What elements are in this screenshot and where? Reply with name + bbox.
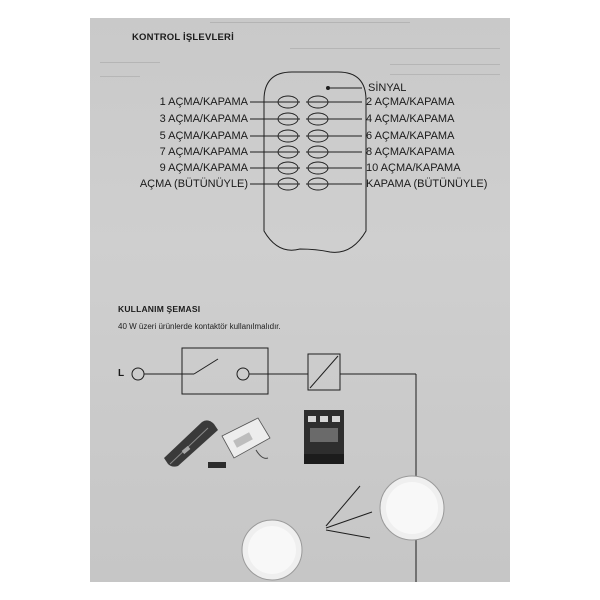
function-label-right-5: 10 AÇMA/KAPAMA — [366, 162, 461, 174]
manual-page: KONTROL İŞLEVLERİ — [90, 18, 510, 582]
function-label-left-4: 7 AÇMA/KAPAMA — [159, 146, 248, 158]
function-label-left-3: 5 AÇMA/KAPAMA — [159, 130, 248, 142]
line-terminal — [131, 367, 145, 381]
line-label: L — [118, 368, 125, 379]
function-label-left-1: 1 AÇMA/KAPAMA — [159, 96, 248, 108]
remote-switch-box — [181, 347, 269, 395]
function-label-left-5: 9 AÇMA/KAPAMA — [159, 162, 248, 174]
function-label-right-4: 8 AÇMA/KAPAMA — [366, 146, 455, 158]
led-panel-left — [241, 519, 303, 581]
contactor-symbol — [307, 353, 341, 391]
contactor-photo — [304, 410, 344, 464]
function-label-right-1: 2 AÇMA/KAPAMA — [366, 96, 455, 108]
receiver-module-photo — [221, 417, 271, 459]
control-functions-title: KONTROL İŞLEVLERİ — [132, 32, 234, 43]
function-label-right-6: KAPAMA (BÜTÜNÜYLE) — [366, 178, 488, 190]
remote-photo — [164, 420, 218, 467]
function-label-left-2: 3 AÇMA/KAPAMA — [159, 113, 248, 125]
function-label-left-6: AÇMA (BÜTÜNÜYLE) — [139, 178, 248, 190]
switch-terminal — [236, 367, 250, 381]
signal-label: SİNYAL — [368, 82, 407, 94]
contactor-note: 40 W üzeri ürünlerde kontaktör kullanılm… — [118, 322, 281, 331]
signal-led — [326, 86, 330, 90]
diagram-drawing — [131, 71, 445, 582]
function-label-right-3: 6 AÇMA/KAPAMA — [366, 130, 455, 142]
key-fob-photo — [208, 462, 226, 468]
function-label-right-2: 4 AÇMA/KAPAMA — [366, 113, 455, 125]
led-panel-right — [379, 475, 445, 541]
switch-contact — [193, 358, 219, 375]
remote-outline — [263, 71, 367, 253]
usage-diagram-title: KULLANIM ŞEMASI — [118, 304, 201, 314]
